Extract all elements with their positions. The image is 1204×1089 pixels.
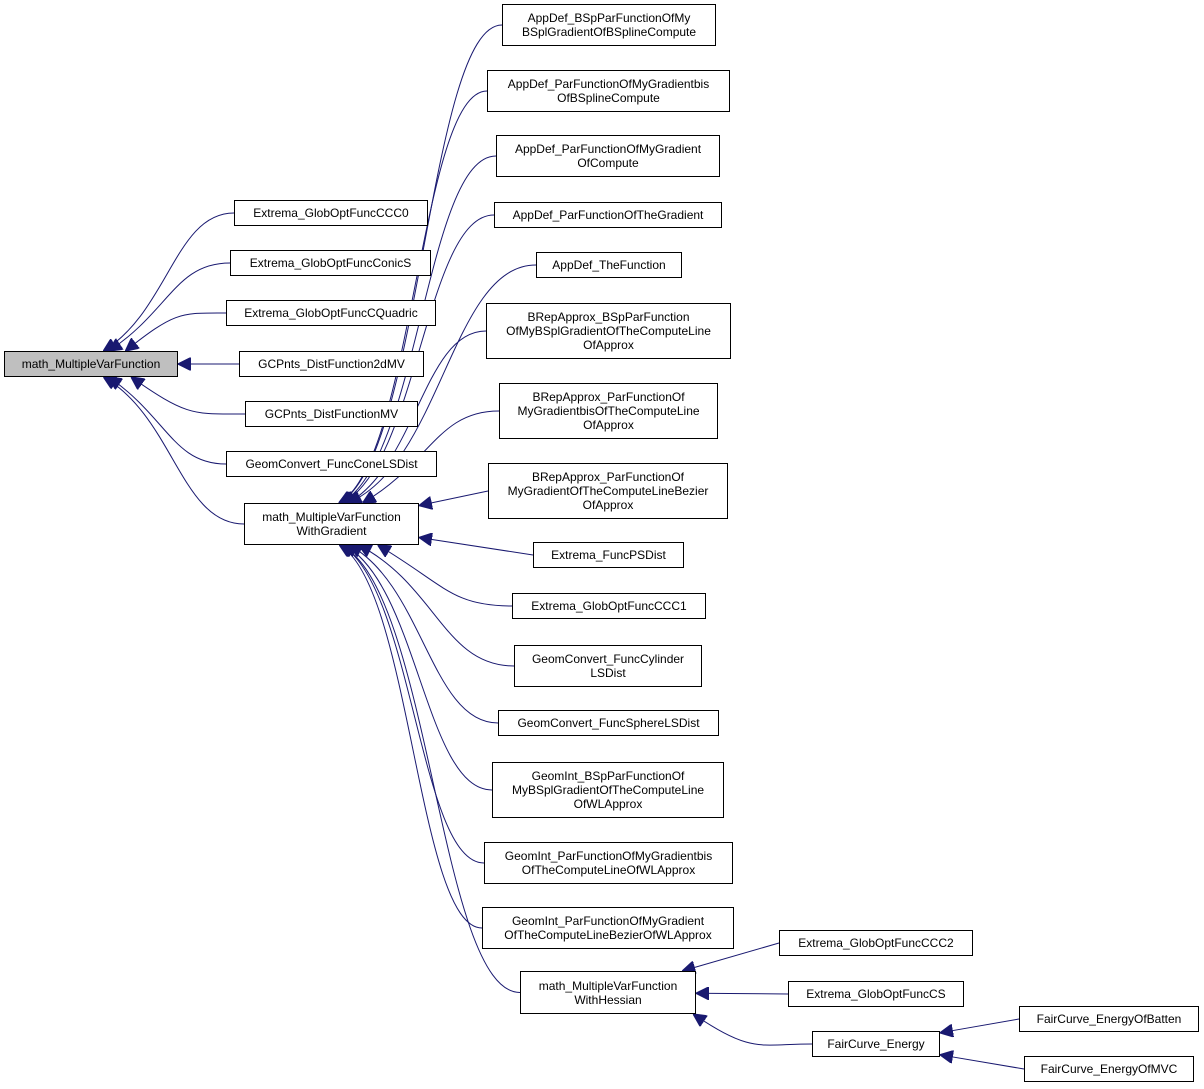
node-label: GCPnts_DistFunction2dMV <box>258 357 405 371</box>
edge-ad2-to-mvfg <box>339 90 488 503</box>
node-label: math_MultipleVarFunction WithHessian <box>538 978 678 1007</box>
edge-gocs-to-mvf <box>109 262 231 351</box>
edge-br1-to-mvfg <box>348 330 487 503</box>
edge-gocc1-to-mvfg <box>378 545 513 607</box>
node-label: GeomInt_ParFunctionOfMyGradientbis OfThe… <box>504 849 713 877</box>
edge-gocq-to-mvf <box>125 312 227 351</box>
edge-mvfh-to-mvfg <box>340 545 521 993</box>
node-appdef-bspparfunctionofmybsplgradientofbsplinecompute[interactable]: AppDef_BSpParFunctionOfMy BSplGradientOf… <box>502 4 716 46</box>
node-label: Extrema_FuncPSDist <box>551 548 666 562</box>
node-label: Extrema_GlobOptFuncCCC1 <box>531 599 687 613</box>
edge-gi2-to-mvfg <box>341 545 485 864</box>
node-label: FairCurve_EnergyOfBatten <box>1036 1012 1182 1026</box>
node-label: GeomConvert_FuncSphereLSDist <box>517 716 700 730</box>
node-faircurve-energyofbatten[interactable]: FairCurve_EnergyOfBatten <box>1019 1006 1199 1032</box>
node-label: BRepApprox_ParFunctionOf MyGradientOfThe… <box>507 470 709 512</box>
node-label: GeomInt_BSpParFunctionOf MyBSplGradientO… <box>511 769 705 811</box>
node-appdef-thefunction[interactable]: AppDef_TheFunction <box>536 252 682 278</box>
edge-gcpmv-to-mvf <box>131 377 246 415</box>
node-label: AppDef_TheFunction <box>552 258 666 272</box>
edge-gocc2-to-mvfh <box>682 942 780 971</box>
node-geomconvert-funccylinderlsdist[interactable]: GeomConvert_FuncCylinder LSDist <box>514 645 702 687</box>
edge-fcem-to-fce <box>940 1055 1025 1070</box>
node-label: Extrema_GlobOptFuncCQuadric <box>244 306 418 320</box>
edge-fceb-to-fce <box>940 1018 1020 1033</box>
edge-fce-to-mvfh <box>693 1014 813 1046</box>
edge-gcfs-to-mvfg <box>349 545 499 724</box>
node-label: GeomConvert_FuncCylinder LSDist <box>531 652 685 680</box>
node-extrema-globoptfuncccc1[interactable]: Extrema_GlobOptFuncCCC1 <box>512 593 706 619</box>
node-math-multiplevarfunction[interactable]: math_MultipleVarFunction <box>4 351 178 377</box>
node-label: BRepApprox_BSpParFunction OfMyBSplGradie… <box>506 310 711 352</box>
node-geomint-bspparfunctionofmybsplgradientofthecomputelineofwlapprox[interactable]: GeomInt_BSpParFunctionOf MyBSplGradientO… <box>492 762 724 818</box>
node-faircurve-energyofmvc[interactable]: FairCurve_EnergyOfMVC <box>1024 1056 1194 1082</box>
node-label: Extrema_GlobOptFuncCCC2 <box>798 936 954 950</box>
node-gcpnts-distfunction2dmv[interactable]: GCPnts_DistFunction2dMV <box>239 351 424 377</box>
edge-gcfcy-to-mvfg <box>358 545 515 667</box>
edge-ad5-to-mvfg <box>348 264 537 503</box>
node-label: FairCurve_EnergyOfMVC <box>1040 1062 1178 1076</box>
node-label: AppDef_ParFunctionOfMyGradientbis OfBSpl… <box>507 77 710 105</box>
node-extrema-globoptfuncconics[interactable]: Extrema_GlobOptFuncConicS <box>230 250 431 276</box>
node-faircurve-energy[interactable]: FairCurve_Energy <box>812 1031 940 1057</box>
node-label: GeomConvert_FuncConeLSDist <box>245 457 418 471</box>
edge-gocc0-to-mvf <box>103 212 235 351</box>
edge-gcfc-to-mvf <box>109 377 227 465</box>
edge-mvfg-to-mvf <box>103 377 245 525</box>
node-geomint-parfunctionofmygradientofthecomputelinebezierofwlapprox[interactable]: GeomInt_ParFunctionOfMyGradient OfTheCom… <box>482 907 734 949</box>
node-math-multiplevarfunction-withhessian[interactable]: math_MultipleVarFunction WithHessian <box>520 971 696 1014</box>
node-extrema-funcpsdist[interactable]: Extrema_FuncPSDist <box>533 542 684 568</box>
node-extrema-globoptfunccquadric[interactable]: Extrema_GlobOptFuncCQuadric <box>226 300 436 326</box>
node-label: math_MultipleVarFunction WithGradient <box>262 510 401 538</box>
node-label: GCPnts_DistFunctionMV <box>264 407 399 421</box>
node-appdef-parfunctionofmygradientofcompute[interactable]: AppDef_ParFunctionOfMyGradient OfCompute <box>496 135 720 177</box>
edge-exps-to-mvfg <box>419 537 534 556</box>
edge-br2-to-mvfg <box>363 410 500 503</box>
node-extrema-globoptfunccs[interactable]: Extrema_GlobOptFuncCS <box>788 981 964 1007</box>
node-appdef-parfunctionofthegradient[interactable]: AppDef_ParFunctionOfTheGradient <box>494 202 722 228</box>
node-extrema-globoptfuncccc0[interactable]: Extrema_GlobOptFuncCCC0 <box>234 200 428 226</box>
node-brepapprox-parfunctionofmygradientbisofthecomputelineofapprox[interactable]: BRepApprox_ParFunctionOf MyGradientbisOf… <box>499 383 718 439</box>
edge-gocs2-to-mvfh <box>696 993 789 994</box>
node-gcpnts-distfunctionmv[interactable]: GCPnts_DistFunctionMV <box>245 401 418 427</box>
node-geomint-parfunctionofmygradientbisofthecomputelineofwlapprox[interactable]: GeomInt_ParFunctionOfMyGradientbis OfThe… <box>484 842 733 884</box>
node-geomconvert-funcspherelsdist[interactable]: GeomConvert_FuncSphereLSDist <box>498 710 719 736</box>
edge-br3-to-mvfg <box>419 490 489 506</box>
node-label: GeomInt_ParFunctionOfMyGradient OfTheCom… <box>504 914 712 942</box>
edge-gi1-to-mvfg <box>344 545 493 791</box>
node-brepapprox-bspparfunctionofmybsplgradientofthecomputelineofapprox[interactable]: BRepApprox_BSpParFunction OfMyBSplGradie… <box>486 303 731 359</box>
node-label: AppDef_ParFunctionOfMyGradient OfCompute <box>514 142 702 170</box>
node-label: BRepApprox_ParFunctionOf MyGradientbisOf… <box>517 390 700 432</box>
node-label: Extrema_GlobOptFuncConicS <box>249 256 412 270</box>
node-label: math_MultipleVarFunction <box>21 357 161 371</box>
edge-gi3-to-mvfg <box>339 545 483 929</box>
node-appdef-parfunctionofmygradientbisofbsplinecompute[interactable]: AppDef_ParFunctionOfMyGradientbis OfBSpl… <box>487 70 730 112</box>
node-label: AppDef_BSpParFunctionOfMy BSplGradientOf… <box>521 11 697 39</box>
node-label: Extrema_GlobOptFuncCCC0 <box>253 206 409 220</box>
node-math-multiplevarfunction-withgradient[interactable]: math_MultipleVarFunction WithGradient <box>244 503 419 545</box>
node-label: AppDef_ParFunctionOfTheGradient <box>512 208 704 222</box>
node-label: Extrema_GlobOptFuncCS <box>806 987 946 1001</box>
node-label: FairCurve_Energy <box>827 1037 925 1051</box>
node-geomconvert-funcconelsdist[interactable]: GeomConvert_FuncConeLSDist <box>226 451 437 477</box>
node-extrema-globoptfuncccc2[interactable]: Extrema_GlobOptFuncCCC2 <box>779 930 973 956</box>
node-brepapprox-parfunctionofmygradientofthecomputelinebezierofapprox[interactable]: BRepApprox_ParFunctionOf MyGradientOfThe… <box>488 463 728 519</box>
